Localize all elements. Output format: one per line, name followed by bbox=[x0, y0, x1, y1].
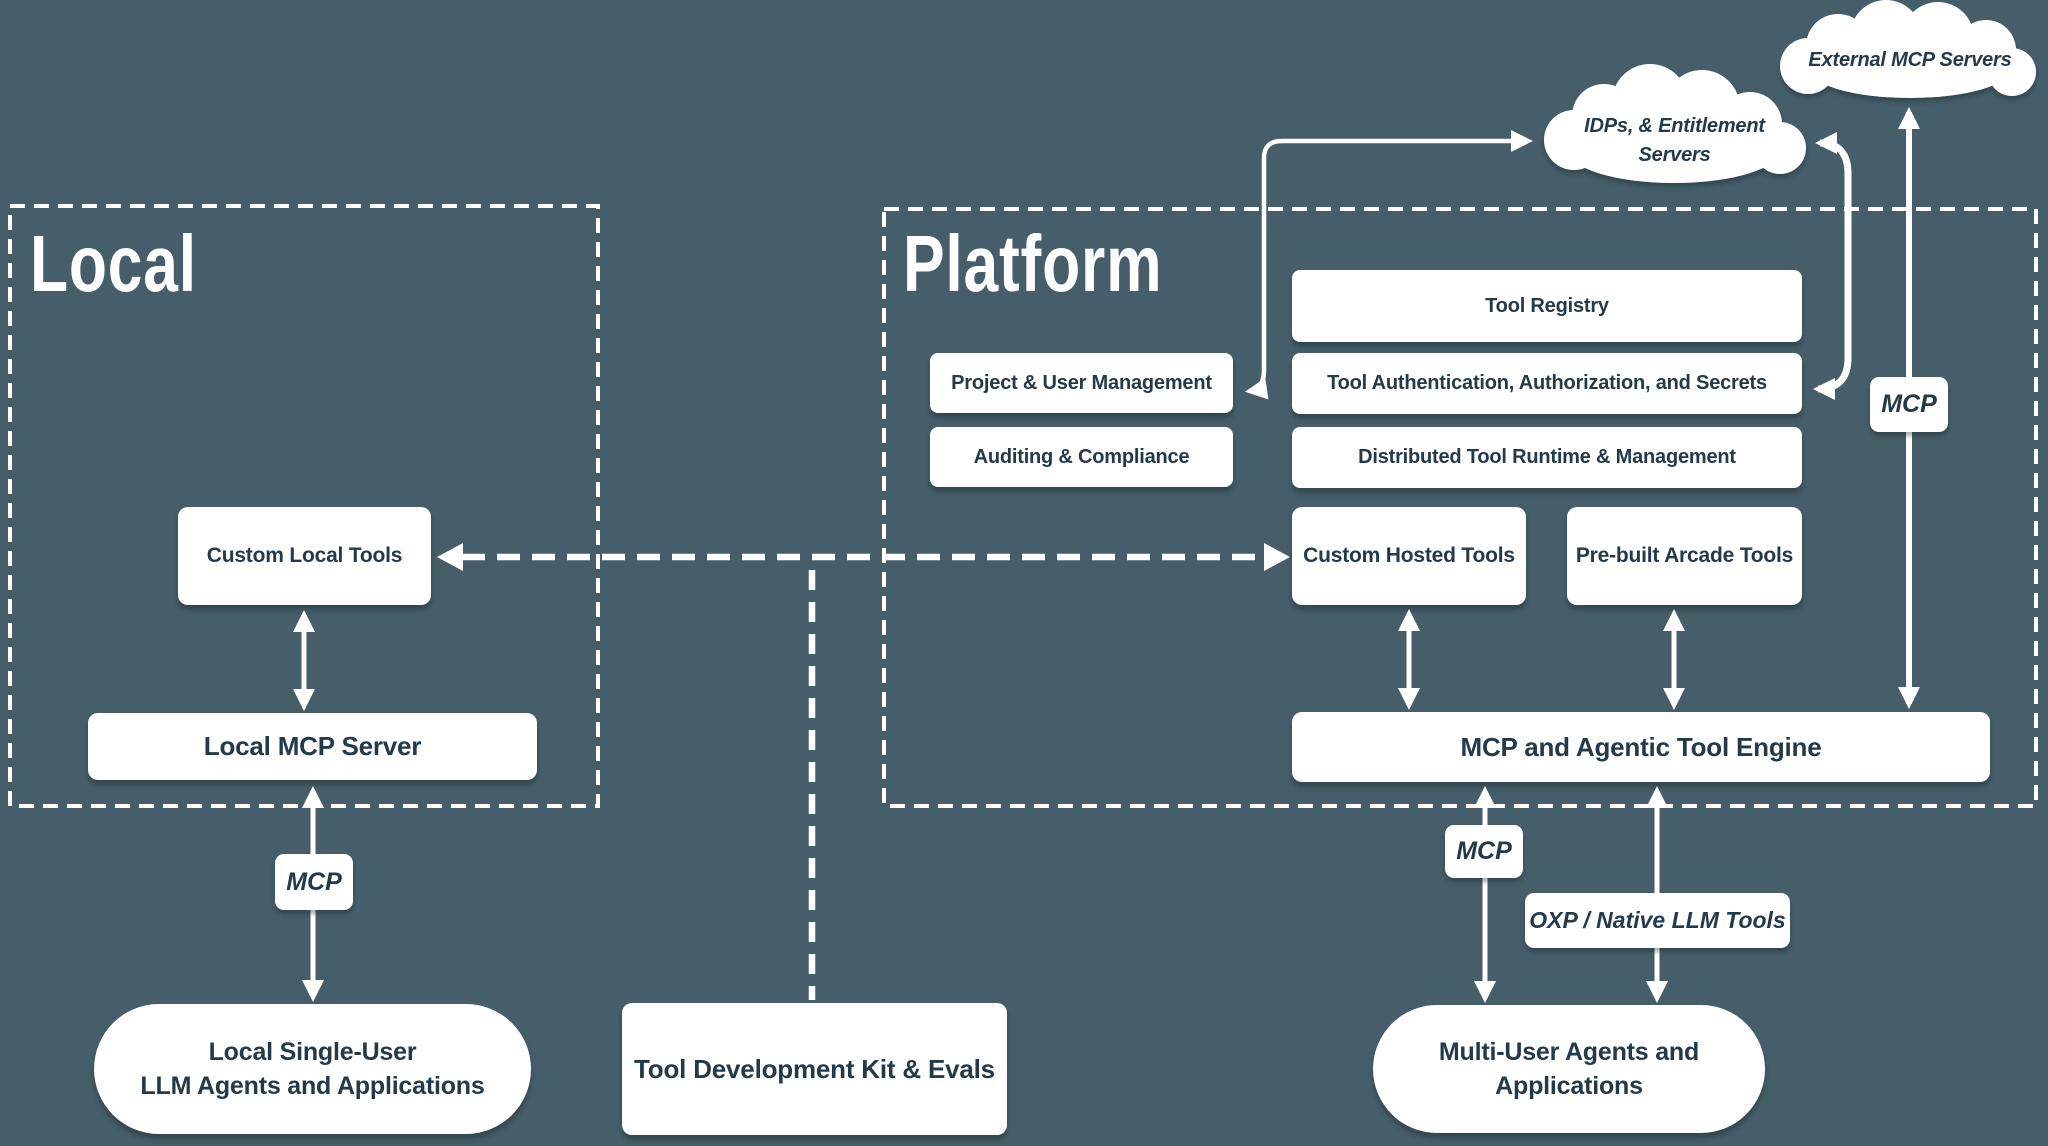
dashed-connector-right-arrowhead bbox=[1264, 543, 1290, 571]
distributed-runtime-box: Distributed Tool Runtime & Management bbox=[1292, 427, 1802, 488]
custom-hosted-tools-label: Custom Hosted Tools bbox=[1303, 544, 1515, 567]
tool-dev-kit-box: Tool Development Kit & Evals bbox=[622, 1003, 1007, 1135]
idps-cloud-label: IDPs, & Entitlement Servers bbox=[1562, 112, 1787, 170]
auditing-compliance-label: Auditing & Compliance bbox=[973, 445, 1190, 468]
dashed-connector-left-arrowhead bbox=[437, 543, 463, 571]
distributed-runtime-label: Distributed Tool Runtime & Management bbox=[1358, 446, 1736, 468]
arrow-projectmgmt-idps bbox=[1245, 130, 1533, 400]
platform-section-title: Platform bbox=[903, 219, 1163, 308]
local-agents-box: Local Single-User LLM Agents and Applica… bbox=[94, 1004, 531, 1134]
prebuilt-arcade-tools-box: Pre-built Arcade Tools bbox=[1567, 507, 1802, 605]
local-agents-line2: LLM Agents and Applications bbox=[140, 1072, 485, 1100]
custom-hosted-tools-box: Custom Hosted Tools bbox=[1292, 507, 1526, 605]
custom-local-tools-box: Custom Local Tools bbox=[178, 507, 431, 605]
custom-local-tools-label: Custom Local Tools bbox=[206, 544, 403, 567]
prebuilt-arcade-tools-label: Pre-built Arcade Tools bbox=[1575, 544, 1794, 567]
multi-user-agents-label: Multi-User Agents and Applications bbox=[1439, 1035, 1699, 1103]
external-mcp-cloud bbox=[1780, 0, 2036, 98]
local-agents-label: Local Single-User LLM Agents and Applica… bbox=[140, 1035, 484, 1103]
arrow-toolauth-idps bbox=[1813, 132, 1852, 400]
local-mcp-server-box: Local MCP Server bbox=[88, 713, 537, 780]
mcp-engine-label: MCP and Agentic Tool Engine bbox=[1460, 731, 1822, 762]
project-user-management-box: Project & User Management bbox=[930, 353, 1233, 413]
idps-cloud-line2: Servers bbox=[1638, 144, 1711, 166]
local-agents-line1: Local Single-User bbox=[208, 1038, 417, 1066]
tool-dev-kit-label: Tool Development Kit & Evals bbox=[634, 1053, 995, 1084]
project-user-management-label: Project & User Management bbox=[951, 371, 1212, 394]
mcp-engine-box: MCP and Agentic Tool Engine bbox=[1292, 712, 1990, 782]
auditing-compliance-box: Auditing & Compliance bbox=[930, 427, 1233, 487]
multi-user-agents-box: Multi-User Agents and Applications bbox=[1373, 1005, 1765, 1133]
external-mcp-cloud-label: External MCP Servers bbox=[1808, 49, 2012, 71]
local-mcp-server-label: Local MCP Server bbox=[203, 731, 422, 761]
idps-cloud-line1: IDPs, & Entitlement bbox=[1584, 115, 1765, 137]
idps-cloud bbox=[1544, 64, 1806, 183]
multi-user-agents-line2: Applications bbox=[1495, 1072, 1643, 1100]
local-section-border bbox=[8, 204, 600, 808]
local-section-title: Local bbox=[30, 219, 197, 308]
multi-user-agents-line1: Multi-User Agents and bbox=[1438, 1038, 1700, 1066]
